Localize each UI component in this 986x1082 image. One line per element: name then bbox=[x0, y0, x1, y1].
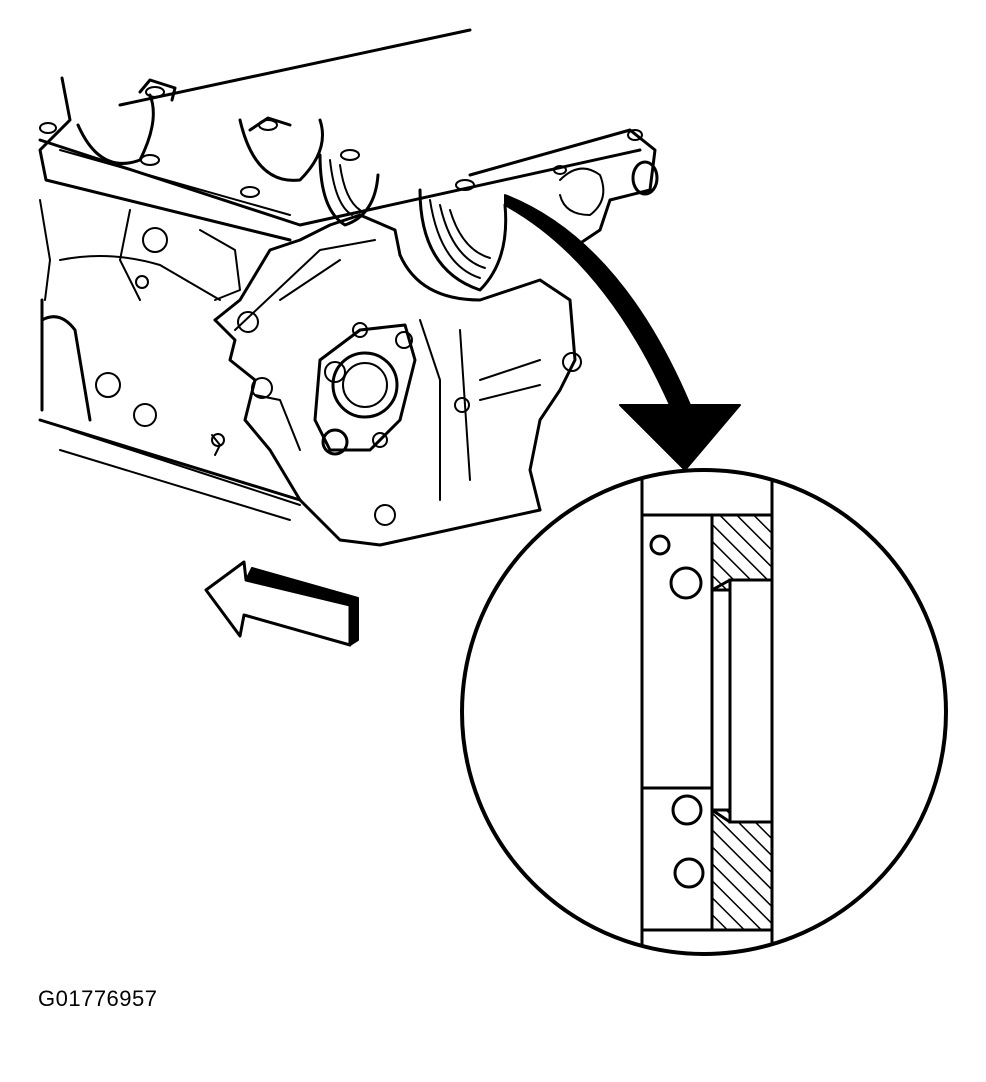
detail-hole bbox=[649, 534, 671, 556]
detail-pointer-arrow bbox=[504, 194, 741, 471]
detail-hole bbox=[673, 857, 705, 889]
detail-hole bbox=[669, 566, 703, 600]
detail-magnifier bbox=[460, 468, 948, 956]
figure-id-label: G01776957 bbox=[38, 986, 158, 1011]
bolt-bosses bbox=[39, 86, 643, 198]
front-direction-arrow bbox=[204, 560, 359, 647]
oil-pump-flange bbox=[313, 323, 417, 456]
engine-block bbox=[38, 28, 741, 547]
detail-hole bbox=[671, 794, 703, 826]
seal-insert bbox=[710, 578, 774, 824]
main-bearing-saddles bbox=[76, 78, 508, 292]
front-casting bbox=[213, 213, 582, 526]
lower-hatched-section bbox=[710, 808, 774, 932]
